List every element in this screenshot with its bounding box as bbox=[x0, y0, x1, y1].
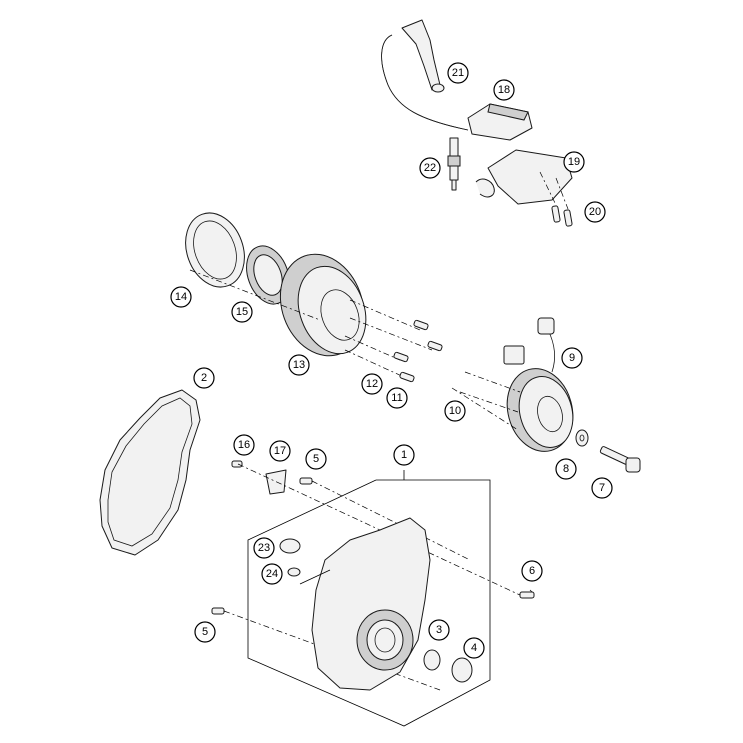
svg-text:12: 12 bbox=[366, 378, 378, 390]
ignition-coil bbox=[467, 103, 533, 141]
callout-13: 13 bbox=[288, 354, 310, 376]
callout-19: 19 bbox=[563, 151, 585, 173]
callout-1: 1 bbox=[393, 444, 415, 466]
callout-9: 9 bbox=[561, 347, 583, 369]
svg-text:15: 15 bbox=[236, 306, 248, 318]
sealing-washer bbox=[451, 657, 473, 683]
stator-screws bbox=[451, 371, 521, 431]
callout-3: 3 bbox=[428, 619, 450, 641]
callout-8: 8 bbox=[555, 458, 577, 480]
svg-text:10: 10 bbox=[449, 405, 461, 417]
callout-5-bottom: 5 bbox=[194, 621, 216, 643]
svg-text:16: 16 bbox=[238, 439, 250, 451]
spark-plug-cap bbox=[401, 19, 445, 93]
stator-cable bbox=[503, 317, 556, 373]
svg-text:4: 4 bbox=[471, 642, 477, 654]
cover-screw-6 bbox=[519, 591, 535, 599]
svg-text:7: 7 bbox=[599, 482, 605, 494]
callout-11: 11 bbox=[386, 387, 408, 409]
svg-text:24: 24 bbox=[266, 568, 278, 580]
svg-text:17: 17 bbox=[274, 445, 286, 457]
svg-text:19: 19 bbox=[568, 156, 580, 168]
flywheel bbox=[279, 253, 367, 357]
callout-10: 10 bbox=[444, 400, 466, 422]
callout-18: 18 bbox=[493, 79, 515, 101]
callout-16: 16 bbox=[233, 434, 255, 456]
flywheel-bolts bbox=[344, 299, 443, 383]
screw-5-bottom bbox=[211, 607, 225, 615]
spark-plug bbox=[447, 137, 461, 191]
callout-22: 22 bbox=[419, 157, 441, 179]
callout-7: 7 bbox=[591, 477, 613, 499]
flywheel-axis bbox=[189, 269, 321, 321]
svg-text:5: 5 bbox=[202, 626, 208, 638]
callout-17: 17 bbox=[269, 440, 291, 462]
svg-text:21: 21 bbox=[452, 67, 464, 79]
svg-text:13: 13 bbox=[293, 359, 305, 371]
bracket-screws bbox=[539, 171, 573, 227]
cover-plate bbox=[185, 212, 245, 288]
svg-text:8: 8 bbox=[563, 463, 569, 475]
stator bbox=[506, 368, 574, 452]
callout-14: 14 bbox=[170, 286, 192, 308]
generator-cover bbox=[311, 517, 431, 691]
shaft-seal bbox=[423, 649, 441, 671]
plug-23 bbox=[279, 538, 301, 554]
callout-23: 23 bbox=[253, 537, 275, 559]
svg-text:6: 6 bbox=[529, 565, 535, 577]
callout-21: 21 bbox=[447, 62, 469, 84]
callout-15: 15 bbox=[231, 301, 253, 323]
screw-16 bbox=[231, 460, 243, 468]
callout-6: 6 bbox=[521, 560, 543, 582]
svg-text:14: 14 bbox=[175, 291, 187, 303]
freewheel-ring bbox=[246, 245, 290, 305]
svg-text:20: 20 bbox=[589, 206, 601, 218]
svg-text:23: 23 bbox=[258, 542, 270, 554]
screw-5-top bbox=[299, 477, 313, 485]
svg-text:9: 9 bbox=[569, 352, 575, 364]
callout-12: 12 bbox=[361, 373, 383, 395]
stator-bolt bbox=[599, 446, 641, 473]
svg-text:18: 18 bbox=[498, 84, 510, 96]
callout-24: 24 bbox=[261, 563, 283, 585]
callout-5-top: 5 bbox=[305, 448, 327, 470]
svg-text:22: 22 bbox=[424, 162, 436, 174]
cover-gasket bbox=[99, 389, 201, 556]
o-ring-24 bbox=[287, 567, 301, 577]
callout-20: 20 bbox=[584, 201, 606, 223]
svg-text:3: 3 bbox=[436, 624, 442, 636]
callout-4: 4 bbox=[463, 637, 485, 659]
cover-frame bbox=[247, 470, 491, 727]
coil-bracket bbox=[475, 149, 573, 205]
svg-text:11: 11 bbox=[391, 392, 402, 404]
washer bbox=[575, 429, 589, 447]
ignition-cable bbox=[381, 34, 469, 131]
svg-text:5: 5 bbox=[313, 453, 319, 465]
callout-2: 2 bbox=[193, 367, 215, 389]
svg-text:1: 1 bbox=[401, 449, 407, 461]
svg-text:2: 2 bbox=[201, 372, 207, 384]
